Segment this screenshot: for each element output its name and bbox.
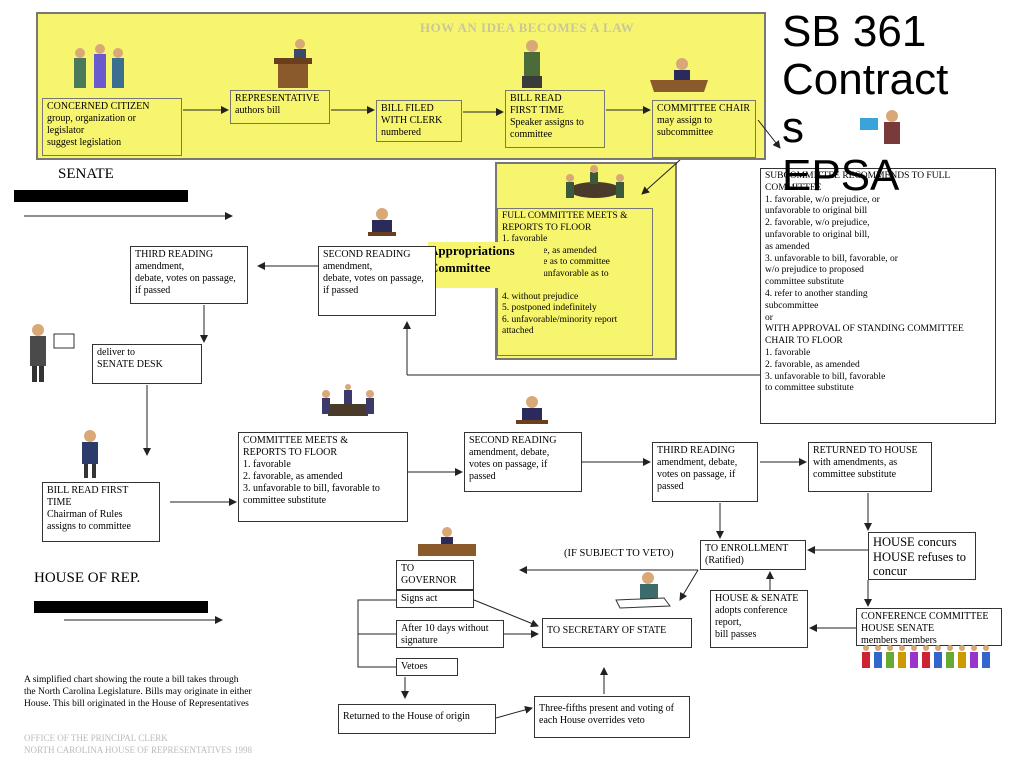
woman-figure-icon bbox=[70, 428, 110, 480]
box-veto-override: Three-fifths present and voting of each … bbox=[534, 696, 690, 738]
arrow-enroll-secretary bbox=[679, 569, 699, 601]
box-vetoes: Vetoes bbox=[396, 658, 458, 676]
senator-second-icon bbox=[512, 394, 552, 430]
box-senate-desk: deliver to SENATE DESK bbox=[92, 344, 202, 384]
box-concerned-citizen: CONCERNED CITIZEN group, organization or… bbox=[42, 98, 182, 156]
footnote: A simplified chart showing the route a b… bbox=[24, 675, 252, 709]
box-senate-committee: COMMITTEE MEETS & REPORTS TO FLOOR 1. fa… bbox=[238, 432, 408, 522]
box-bill-filed: BILL FILED WITH CLERK numbered bbox=[376, 100, 462, 142]
secretary-writing-icon bbox=[614, 570, 674, 610]
chair-desk-icon bbox=[646, 56, 712, 96]
senate-bar bbox=[14, 190, 188, 202]
arrow-chair-sub bbox=[757, 119, 781, 149]
house-bar bbox=[34, 601, 208, 613]
arrow-chair-full bbox=[641, 159, 681, 195]
committee-meeting-icon bbox=[318, 384, 378, 428]
box-senate-first-reading: BILL READ FIRST TIME Chairman of Rules a… bbox=[42, 482, 160, 542]
box-returned-to-house: RETURNED TO HOUSE with amendments, as co… bbox=[808, 442, 932, 492]
diagram-header: HOW AN IDEA BECOMES A LAW bbox=[420, 20, 635, 35]
box-to-enrollment: TO ENROLLMENT (Ratified) bbox=[700, 540, 806, 570]
box-senate-third-reading: THIRD READING amendment, debate, votes o… bbox=[652, 442, 758, 502]
box-after-10-days: After 10 days without signature bbox=[396, 620, 504, 648]
box-to-governor: TO GOVERNOR bbox=[396, 560, 474, 590]
podium-speaker-icon bbox=[270, 36, 318, 90]
governor-desk-icon bbox=[414, 526, 480, 558]
arrow-signs-secretary bbox=[473, 599, 539, 628]
box-representative: REPRESENTATIVE authors bill bbox=[230, 90, 330, 124]
box-bill-read-first: BILL READ FIRST TIME Speaker assigns to … bbox=[505, 90, 605, 148]
citizens-figure-icon bbox=[72, 44, 132, 92]
title-line-4: EPSA bbox=[782, 151, 900, 200]
appropriations-committee-label: Appropriations Committee bbox=[428, 242, 544, 288]
title-line-2: Contract bbox=[782, 55, 949, 104]
box-returned-to-origin: Returned to the House of origin bbox=[338, 704, 496, 734]
box-subcommittee: SUBCOMMITTEE RECOMMENDS TO FULL COMMITTE… bbox=[760, 168, 996, 424]
veto-label: (IF SUBJECT TO VETO) bbox=[564, 548, 674, 559]
box-house-concurs: HOUSE concurs HOUSE refuses to concur bbox=[868, 532, 976, 580]
box-house-senate-adopts: HOUSE & SENATE adopts conference report,… bbox=[710, 590, 808, 648]
arrow-returned-override bbox=[495, 706, 533, 719]
speaker-reading-icon bbox=[22, 322, 78, 384]
clerk-figure-icon bbox=[514, 38, 550, 90]
box-senate-second-reading: SECOND READING amendment, debate, votes … bbox=[464, 432, 582, 492]
title-line-3: s bbox=[782, 103, 804, 152]
office-credit: OFFICE OF THE PRINCIPAL CLERK NORTH CARO… bbox=[24, 733, 253, 755]
senate-label: SENATE bbox=[58, 166, 114, 182]
slide-title: SB 361 Contract s EPSA bbox=[782, 8, 1022, 200]
box-conference-committee: CONFERENCE COMMITTEE HOUSE SENATE member… bbox=[856, 608, 1002, 646]
title-line-1: SB 361 bbox=[782, 7, 927, 56]
box-house-second-reading: SECOND READING amendment, debate, votes … bbox=[318, 246, 436, 316]
box-house-third-reading: THIRD READING amendment, debate, votes o… bbox=[130, 246, 248, 304]
house-label: HOUSE OF REP. bbox=[34, 570, 141, 586]
box-signs-act: Signs act bbox=[396, 590, 474, 608]
box-committee-chair: COMMITTEE CHAIR may assign to subcommitt… bbox=[652, 100, 756, 158]
committee-table-icon bbox=[560, 164, 630, 208]
box-secretary-of-state: TO SECRETARY OF STATE bbox=[542, 618, 692, 648]
subcommittee-icon bbox=[858, 108, 908, 148]
conference-members-icon bbox=[860, 644, 1000, 670]
senator-figure-icon bbox=[364, 206, 400, 242]
